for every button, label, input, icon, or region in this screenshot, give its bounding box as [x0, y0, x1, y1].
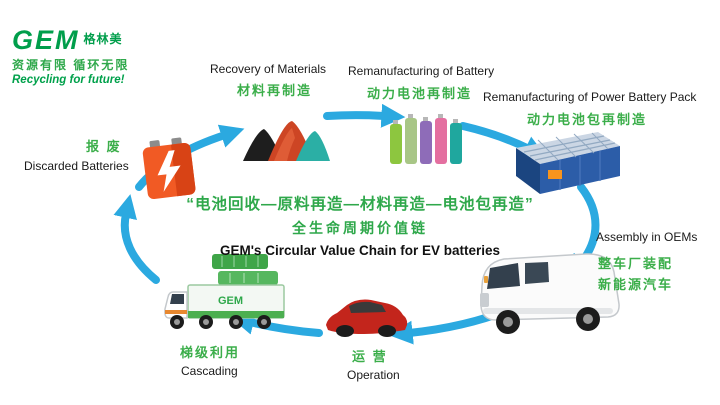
- battery-pack-icon: [516, 132, 620, 194]
- logo-slogan-en: Recycling for future!: [12, 73, 125, 86]
- label-discarded-cn: 报 废: [86, 139, 122, 154]
- truck-container-logo: GEM: [218, 295, 243, 307]
- label-operation-cn: 运 营: [352, 349, 388, 364]
- logo-brand-text: GEM: [12, 25, 80, 55]
- arrow-truck-to-battery: [113, 194, 160, 284]
- label-assembly-en: Assembly in OEMs: [596, 230, 698, 244]
- label-remanufacturing-pack-cn: 动力电池包再制造: [527, 112, 648, 127]
- label-discarded-en: Discarded Batteries: [24, 159, 129, 173]
- label-assembly-cn2: 新能源汽车: [598, 277, 674, 292]
- label-remanufacturing-battery-cn: 动力电池再制造: [367, 86, 473, 101]
- center-title-cn: “电池回收—原料再造—材料再造—电池包再造”: [186, 196, 534, 213]
- label-recovery-cn: 材料再制造: [237, 83, 313, 98]
- label-remanufacturing-battery-en: Remanufacturing of Battery: [348, 64, 495, 78]
- logo-brand-cn: 格林美: [83, 32, 123, 46]
- label-recovery-en: Recovery of Materials: [210, 62, 327, 76]
- red-car-icon: [326, 299, 408, 337]
- label-operation-en: Operation: [347, 368, 400, 382]
- center-title-en: GEM's Circular Value Chain for EV batter…: [219, 243, 501, 258]
- discarded-battery-icon: [142, 137, 196, 200]
- arrow-powders-to-cells: [323, 103, 406, 128]
- label-cascading-en: Cascading: [181, 364, 238, 378]
- battery-cells-icon: [390, 114, 462, 164]
- cascading-truck-icon: GEM: [164, 254, 285, 329]
- center-title-block: “电池回收—原料再造—材料再造—电池包再造” 全生命周期价值链 GEM's Ci…: [140, 192, 580, 258]
- label-assembly-cn1: 整车厂装配: [598, 256, 674, 271]
- label-remanufacturing-pack-en: Remanufacturing of Power Battery Pack: [483, 90, 697, 104]
- green-battery-pack-icons: [212, 254, 278, 285]
- material-powders-icon: [243, 121, 330, 161]
- center-subtitle-cn: 全生命周期价值链: [292, 220, 428, 236]
- arrow-car-to-truck: [230, 311, 323, 337]
- logo-slogan-cn: 资源有限 循环无限: [12, 57, 130, 72]
- label-cascading-cn: 梯级利用: [180, 345, 241, 360]
- ev-van-icon: [480, 253, 620, 334]
